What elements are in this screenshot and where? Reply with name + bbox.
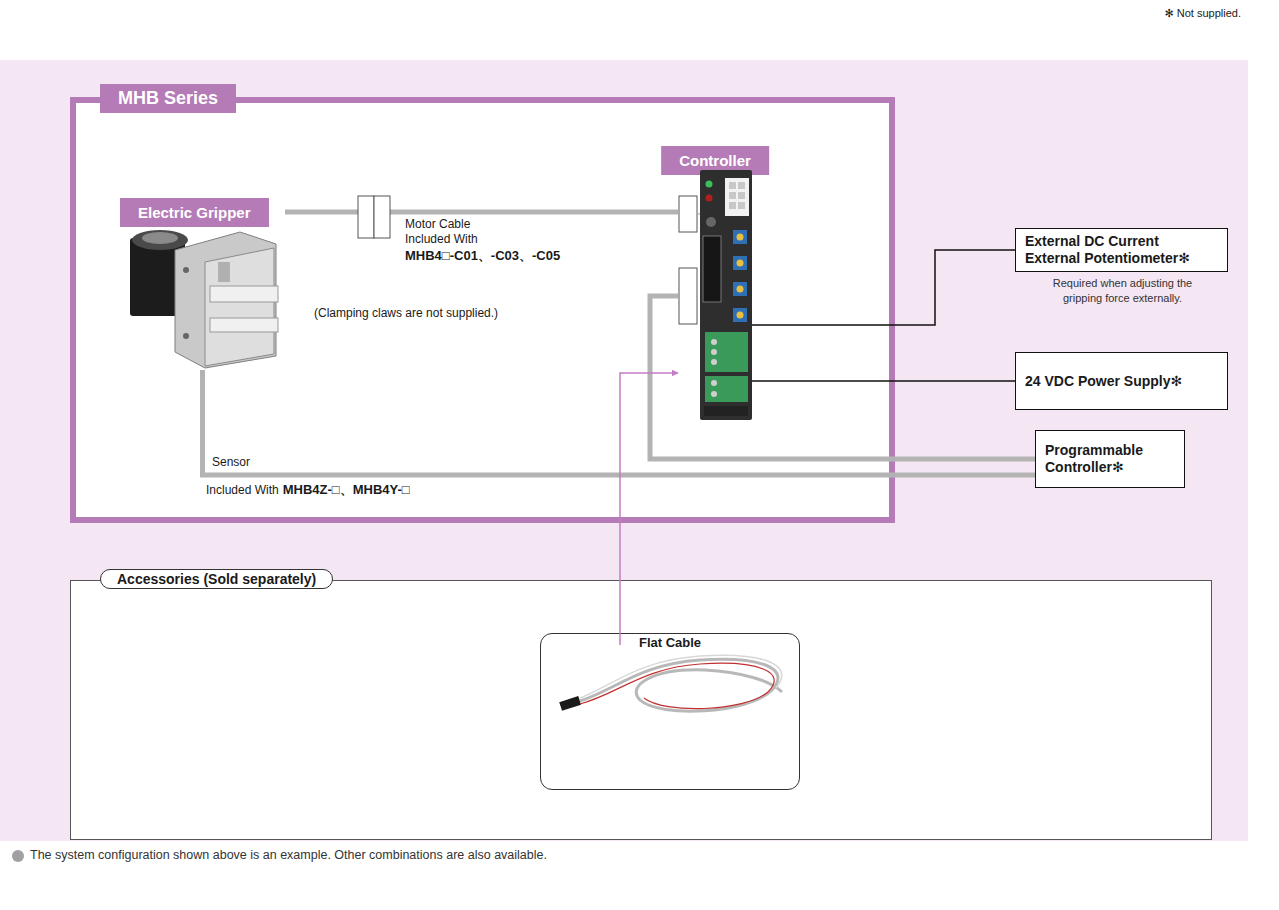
footnote-marker: ✻ Not supplied. [1165, 7, 1241, 20]
footnote: The system configuration shown above is … [30, 848, 547, 862]
accessory-frame: Accessories (Sold separately)Flat Cable [70, 580, 1212, 840]
usage-note: Required when adjusting the gripping for… [1035, 276, 1210, 306]
cable-item: Flat Cable [540, 645, 800, 790]
model-number: MHB4Z-□、MHB4Y-□ [283, 481, 410, 499]
input-box: External DC Current External Potentiomet… [1015, 228, 1228, 272]
part-name: Flat Cable [540, 633, 800, 790]
frame-heading: Accessories (Sold separately) [100, 569, 333, 589]
bullet-dot [12, 850, 24, 862]
box-label: Programmable Controller✻ [1045, 442, 1170, 476]
box-label: External DC Current External Potentiomet… [1025, 233, 1207, 267]
gripper-unit: Electric Gripper [120, 198, 285, 370]
part-name: Controller [661, 146, 769, 175]
box-label: 24 VDC Power Supply✻ [1025, 373, 1182, 390]
background-band [0, 60, 1248, 841]
cable-label: Motor Cable [405, 217, 470, 231]
part-note: (Clamping claws are not supplied.) [314, 306, 498, 320]
power-box: 24 VDC Power Supply✻ [1015, 352, 1228, 410]
frame-heading: MHB Series [100, 84, 236, 113]
cable-note: Included With [206, 483, 279, 497]
part-name: Electric Gripper [120, 198, 269, 227]
cable-label: Sensor [212, 455, 250, 469]
plc-box: Programmable Controller✻ [1035, 430, 1185, 488]
model-number: MHB4□-C01、-C03、-C05 [405, 247, 560, 265]
cable-note: Included With [405, 232, 478, 246]
controller-unit: Controller [678, 146, 752, 422]
note-group: Included With MHB4Z-□、MHB4Y-□ [206, 481, 410, 499]
